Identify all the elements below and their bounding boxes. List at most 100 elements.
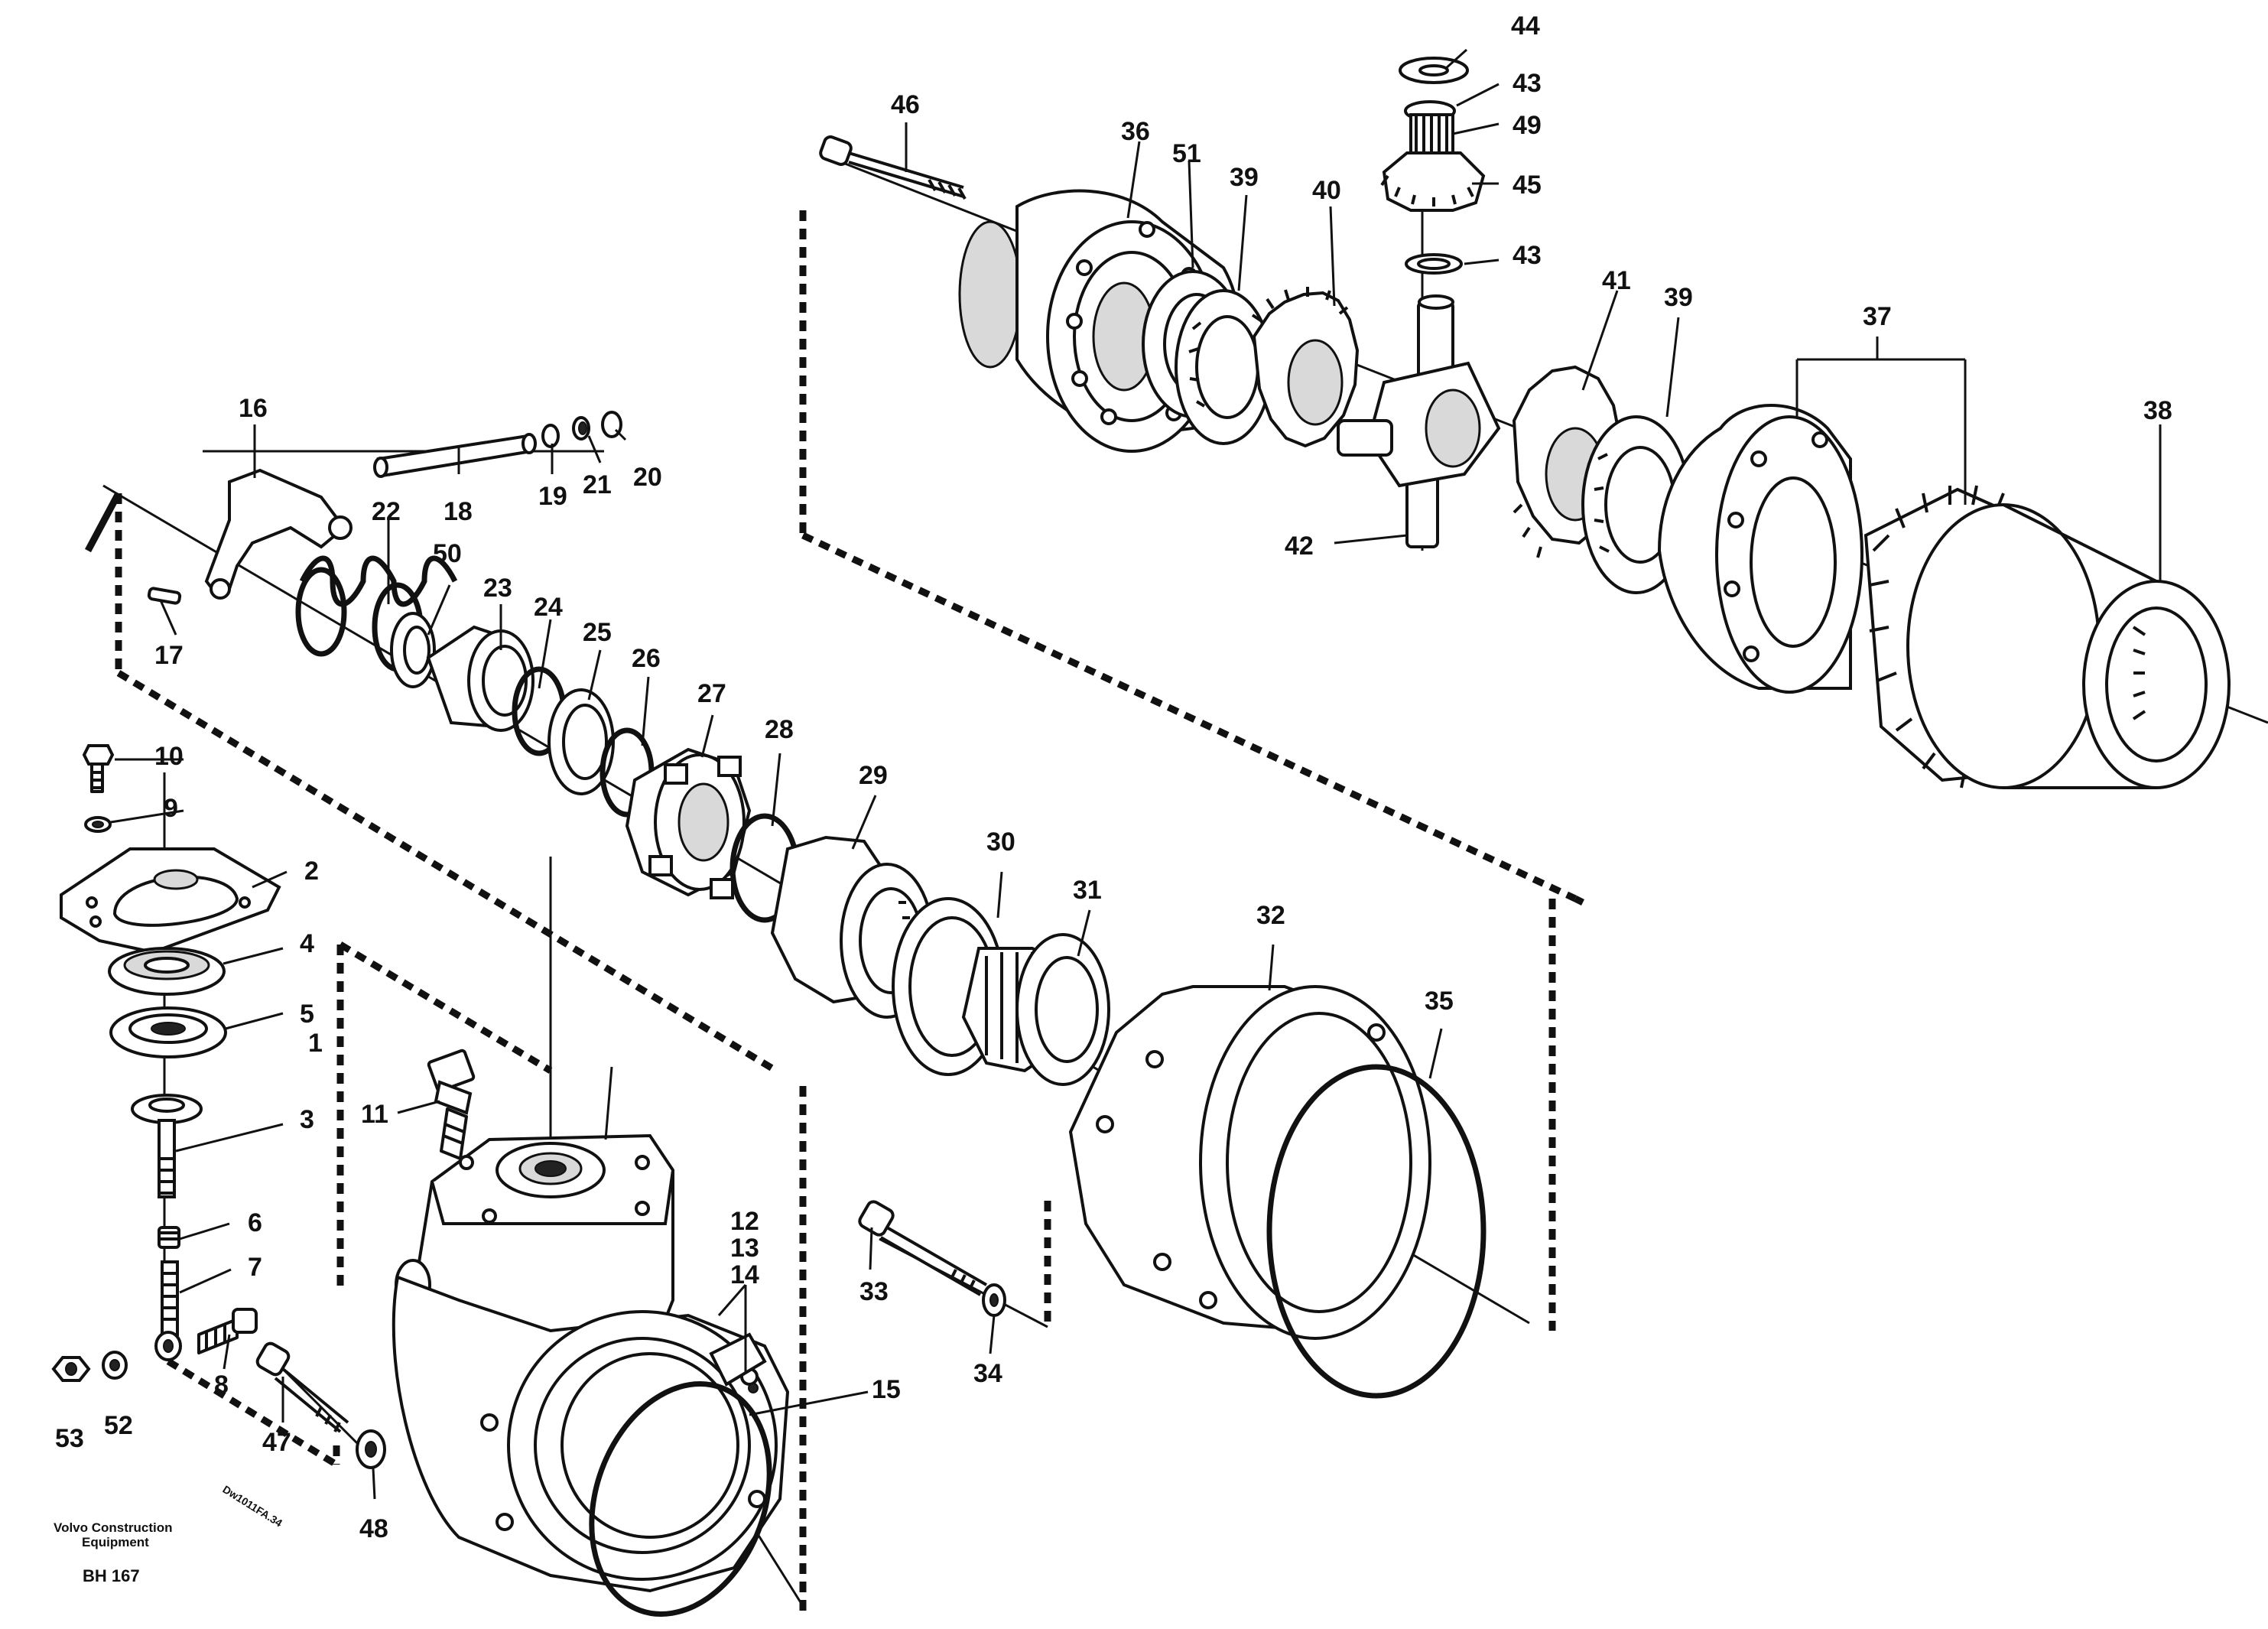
callout-42: 42 [1285,532,1314,561]
sleeve-23 [426,625,535,732]
o-ring-35 [1266,1064,1487,1399]
callout-33: 33 [859,1277,889,1306]
callout-8: 8 [214,1371,229,1400]
callout-53: 53 [55,1424,84,1453]
spider-42 [1337,294,1501,548]
figure-caption: Volvo Construction Equipment BH 167 Dw10… [54,1483,284,1585]
callout-17: 17 [154,641,184,670]
callout-29: 29 [859,761,888,790]
cover-2 [60,847,281,954]
seal-4 [108,947,226,996]
callout-22: 22 [372,497,401,526]
shift-rod-18 [373,433,537,478]
shift-fork-16 [204,468,353,600]
callout-28: 28 [765,715,794,744]
callout-52: 52 [104,1411,133,1440]
callout-19: 19 [538,482,567,511]
callout-51: 51 [1172,139,1201,168]
manufacturer-line-1: Volvo Construction [54,1520,173,1535]
callout-2: 2 [304,857,319,886]
callout-5: 5 [300,1000,314,1029]
callout-37: 37 [1863,302,1892,331]
callout-35: 35 [1425,987,1454,1016]
callout-39: 39 [1230,163,1259,192]
callout-40: 40 [1312,176,1341,205]
callout-3: 3 [300,1105,314,1134]
callout-labels: 1 2 3 4 5 6 7 8 9 10 11 12 13 14 15 16 1… [55,11,2172,1543]
callout-18: 18 [444,497,473,526]
cover-group [51,744,790,1617]
callout-43b: 43 [1513,241,1542,270]
rings-19-20-21 [541,411,622,448]
pinion-gear-45 [1380,57,1486,275]
screw-10 [82,744,115,793]
callout-50: 50 [433,539,462,568]
callout-49: 49 [1513,111,1542,140]
screw-3 [131,1094,203,1198]
callout-20: 20 [633,463,662,492]
bolt-33 [858,1200,987,1296]
washer-52 [102,1351,128,1380]
side-gear-40 [1251,287,1360,448]
callout-26: 26 [632,644,661,673]
callout-24: 24 [534,593,563,622]
shift-hub-assembly [147,411,1487,1399]
callout-32: 32 [1256,901,1285,930]
callout-46: 46 [891,90,920,119]
differential-assembly [819,57,2231,789]
callout-38: 38 [2143,396,2172,425]
seal-5 [109,1006,227,1058]
nut-6 [158,1226,180,1249]
callout-27: 27 [697,679,726,708]
sleeve-50 [390,612,436,688]
diff-case-37 [1657,404,1863,694]
callout-43: 43 [1513,69,1542,98]
callout-9: 9 [164,794,178,823]
callout-4: 4 [300,929,314,958]
stud-7 [154,1260,182,1361]
callout-7: 7 [248,1253,262,1282]
washer-48 [356,1429,386,1469]
bearing-31 [961,933,1110,1086]
callout-25: 25 [583,618,612,647]
callout-34: 34 [973,1359,1002,1388]
nut-53 [51,1356,91,1382]
callout-1: 1 [308,1029,323,1058]
callout-12: 12 [730,1207,759,1236]
callout-11: 11 [361,1100,388,1129]
thrust-washer-39a [1175,289,1272,445]
callout-36: 36 [1121,117,1150,146]
bolt-47 [255,1341,349,1433]
manufacturer-line-2: Equipment [82,1535,149,1549]
figure-id: BH 167 [83,1566,140,1585]
drawing-reference: Dw1011FA.34 [220,1483,284,1530]
callout-23: 23 [483,574,512,603]
callout-10: 10 [154,742,184,771]
callout-14: 14 [730,1260,759,1289]
callout-6: 6 [248,1208,262,1237]
callout-16: 16 [239,394,268,423]
o-ring-15 [589,1381,772,1617]
callout-45: 45 [1513,171,1542,200]
callout-48: 48 [359,1514,388,1543]
washer-34 [982,1283,1006,1317]
sensor-11 [427,1049,476,1160]
callout-30: 30 [986,828,1015,857]
callout-39b: 39 [1664,283,1693,312]
bolt-8 [197,1308,258,1354]
bolt-46 [819,135,967,200]
pin-17 [147,587,182,605]
leader-lines [110,48,2162,1500]
housing-1 [392,1133,790,1593]
callout-41: 41 [1602,266,1631,295]
callout-13: 13 [730,1234,759,1263]
washer-9 [84,816,112,833]
callout-44: 44 [1511,11,1540,41]
housing-32 [1068,985,1431,1340]
callout-31: 31 [1073,876,1102,905]
callout-15: 15 [872,1375,901,1404]
callout-47: 47 [262,1428,291,1457]
assembly-boundaries [85,210,1585,1614]
callout-21: 21 [583,470,612,499]
ring-gear-38 [1863,485,2231,789]
